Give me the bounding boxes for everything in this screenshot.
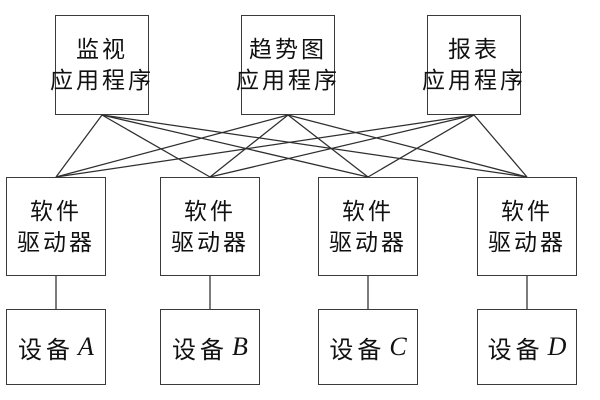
- software-driver-4-label-line1: 软件: [501, 198, 553, 224]
- edge-monitor-app-driver-2: [101, 114, 211, 178]
- report-application-label-line1: 报表: [448, 37, 500, 62]
- edge-trend-app-driver-2: [209, 114, 289, 178]
- software-driver-4-box: 软件 驱动器: [477, 177, 577, 276]
- report-application-box: 报表 应用程序: [422, 15, 523, 115]
- device-b-box: 设备 B: [160, 309, 260, 385]
- device-b-label: 设备: [172, 337, 229, 364]
- device-c-letter: C: [389, 332, 407, 361]
- edge-trend-app-driver-4: [287, 114, 528, 178]
- edge-monitor-app-driver-4: [101, 114, 528, 178]
- report-application-label-line2: 应用程序: [422, 68, 526, 93]
- monitor-application-label-line1: 监视: [76, 37, 128, 62]
- edge-report-app-driver-4: [473, 114, 528, 178]
- device-c-label: 设备: [329, 337, 386, 364]
- monitor-application-box: 监视 应用程序: [50, 15, 151, 115]
- software-driver-1-label-line1: 软件: [30, 198, 82, 224]
- device-d-letter: D: [547, 332, 567, 361]
- edge-monitor-app-driver-3: [101, 114, 369, 178]
- software-driver-1-label-line2: 驱动器: [17, 229, 95, 255]
- monitor-application-label-line2: 应用程序: [50, 68, 154, 93]
- edge-report-app-driver-1: [55, 114, 475, 178]
- device-d-label: 设备: [487, 337, 544, 364]
- device-b-letter: B: [232, 332, 248, 361]
- edge-trend-app-driver-3: [287, 114, 369, 178]
- device-c-box: 设备 C: [318, 309, 418, 385]
- software-driver-4-label-line2: 驱动器: [488, 229, 566, 255]
- software-driver-2-label-line2: 驱动器: [171, 229, 249, 255]
- software-driver-3-box: 软件 驱动器: [318, 177, 418, 276]
- edge-report-app-driver-3: [367, 114, 475, 178]
- edge-report-app-driver-2: [209, 114, 475, 178]
- device-a-letter: A: [78, 332, 94, 361]
- device-d-box: 设备 D: [477, 309, 577, 385]
- device-a-box: 设备 A: [6, 309, 106, 385]
- trend-chart-application-label-line1: 趋势图: [249, 37, 327, 62]
- software-driver-2-label-line1: 软件: [184, 198, 236, 224]
- trend-chart-application-box: 趋势图 应用程序: [236, 15, 337, 115]
- trend-chart-application-label-line2: 应用程序: [236, 68, 340, 93]
- software-driver-3-label-line1: 软件: [342, 198, 394, 224]
- software-driver-3-label-line2: 驱动器: [329, 229, 407, 255]
- device-a-label: 设备: [18, 337, 75, 364]
- edge-trend-app-driver-1: [55, 114, 289, 178]
- software-driver-1-box: 软件 驱动器: [6, 177, 106, 276]
- edge-monitor-app-driver-1: [55, 114, 103, 178]
- software-driver-2-box: 软件 驱动器: [160, 177, 260, 276]
